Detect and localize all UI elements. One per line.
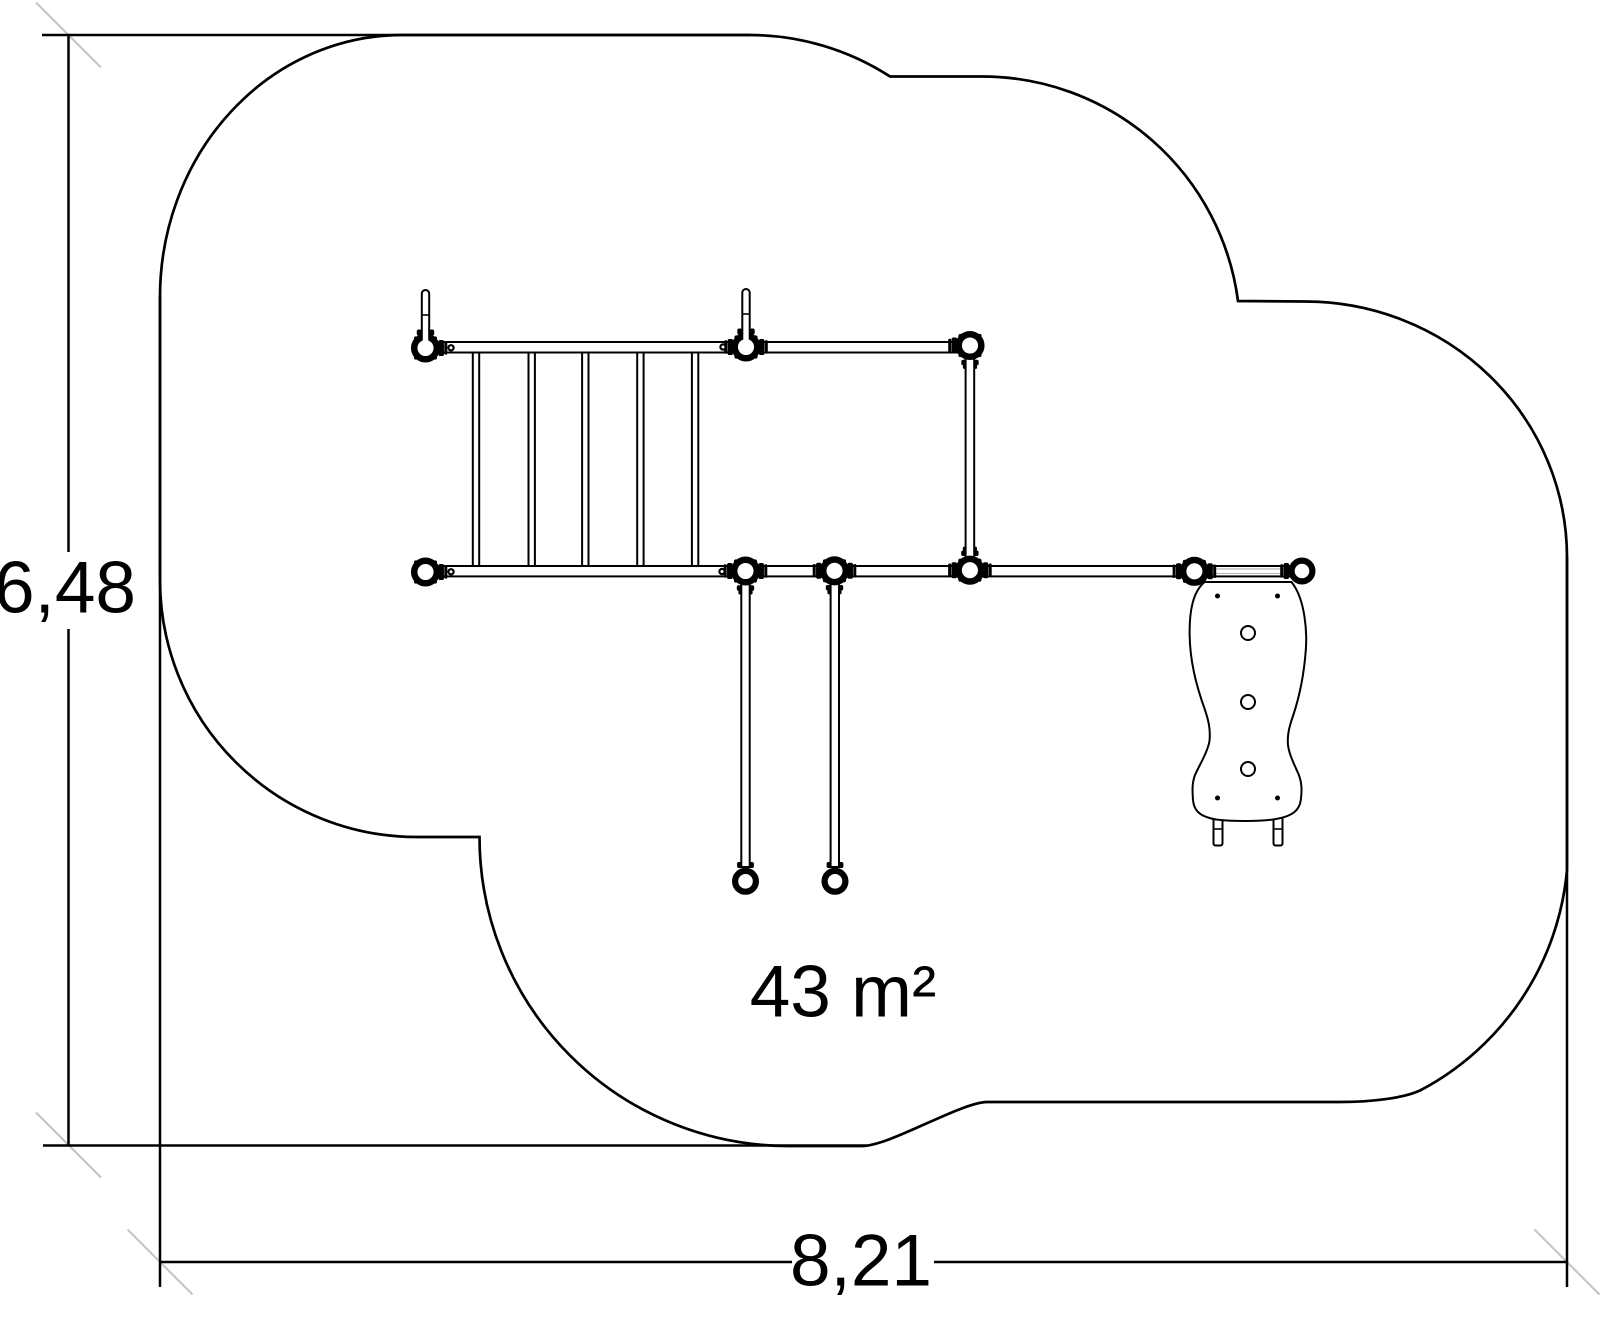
svg-text:6,48: 6,48 [0,548,136,629]
svg-text:8,21: 8,21 [790,1221,932,1302]
svg-text:43 m²: 43 m² [750,952,937,1033]
